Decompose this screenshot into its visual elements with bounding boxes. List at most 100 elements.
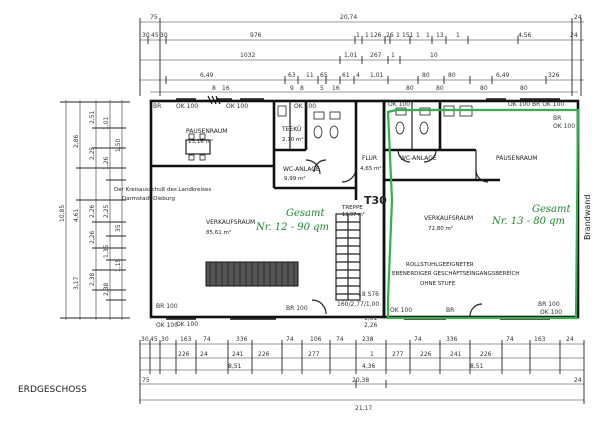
dim-row5-7: 80 [436,85,444,92]
room-verkaufsraum-left-area: 85,61 m² [206,229,231,236]
dim-bot-edge-right: 24 [574,377,582,384]
dim-bot1-2: 30 [161,336,169,343]
dim-bot1-7: 106 [310,336,322,343]
dim-bot2-1: 24 [200,351,208,358]
dim-row2-15: 24 [570,32,578,39]
dim-left-7: 2,26 [89,230,96,244]
room-verkaufsraum-left: VERKAUFSRAUM [206,219,255,226]
label-ok100-4: OK 100 [553,123,575,130]
dim-top-total: 20,74 [340,14,357,21]
dim-bot2-9: 226 [480,351,492,358]
note-line-1: ROLLSTUHLGEEIGNETER [406,262,474,268]
room-labels: PAUSENRAUM 13,16 m² TEEKÜ 2,70 m² WC-ANL… [114,126,537,287]
label-stair-dim: 18 S76 [358,291,379,298]
dim-bot1-3: 163 [180,336,192,343]
label-ok-fussboden: 160/2,77/1,00 [337,301,379,308]
room-verkaufsraum-right: VERKAUFSRAUM [424,215,473,222]
dim-bot1-0: 30 [141,336,149,343]
dim-row4-8: 80 [448,72,456,79]
window-door-labels: BR OK 100 OK 100 OK 100 BR OK 100 BR OK … [153,101,575,329]
stamp-line-1: Der Kreisausschuß des Landkreises [114,187,211,193]
dim-row2-5: 1 [365,32,369,39]
dim-row4-0: 6,49 [200,72,214,79]
dim-row5-2: 9 [290,85,294,92]
handwritten-annotations: Gesamt Nr. 12 - 90 qm Gesamt Nr. 13 - 80… [255,204,571,233]
dim-bot1-13: 163 [534,336,546,343]
dim-bot1-9: 238 [362,336,374,343]
dim-row4-3: 65 [320,72,328,79]
dim-row3-3: 1 [391,52,395,59]
label-ok100-6: OK 100 [176,321,198,328]
dim-row5-5: 16 [332,85,340,92]
label-br-100-3: BR 100 [538,301,560,308]
label-br: BR [446,307,454,314]
dim-bot2-2: 241 [232,351,244,358]
dim-row4-10: 326 [548,72,560,79]
dim-row5-4: 5 [320,85,324,92]
room-flur: FLUR [362,155,377,162]
dim-left-0: 10,85 [59,205,66,222]
dim-row2-11: 1 [426,32,430,39]
dim-left-1: 4,61 [73,208,80,222]
dim-left-14: 1,50 [115,138,122,152]
dim-row3-1: 1,01 [344,52,358,59]
label-ok100-2: OK 100 [226,103,248,110]
dim-row4-7: 80 [422,72,430,79]
dim-bot2-0: 226 [178,351,190,358]
label-br-2: BR [553,115,561,122]
top-dimension-chains: 75 20,74 24 30 45 30 976 1 1 126 26 1 15… [139,14,584,96]
dim-bot1-8: 74 [336,336,344,343]
annotation-left-nr: Nr. 12 - 90 qm [255,222,329,233]
dim-row5-6: 80 [406,85,414,92]
dim-bot2-3: 226 [258,351,270,358]
room-flur-area: 4,65 m² [360,165,382,172]
dim-row3-4: 10 [430,52,438,59]
dim-row2-7: 26 [386,32,394,39]
dim-row3-0: 1032 [240,52,255,59]
room-teeku-area: 2,70 m² [282,136,304,143]
dim-row4-6: 1,01 [370,72,384,79]
room-pausenraum-left: PAUSENRAUM [186,128,227,135]
label-br-ok100: BR OK 100 [532,101,564,108]
label-ok100-7: OK 100 [390,307,412,314]
label-ok100-8: OK 100 [540,309,562,316]
dim-left-16: 1,15 [115,258,122,272]
dim-row2-4: 1 [356,32,360,39]
dim-row5-3: 8 [300,85,304,92]
dim-bot3-2: 8,51 [470,363,484,370]
dim-left-2: 2,86 [73,134,80,148]
dim-row2-13: 1 [456,32,460,39]
dim-row5-9: 80 [520,85,528,92]
dim-row4-9: 6,49 [496,72,510,79]
label-br-1: BR [153,103,161,110]
room-wc-left: WC-ANLAGE [283,166,320,173]
dim-left-11: 2,25 [103,204,110,218]
dim-bot2-5: 1 [370,351,374,358]
label-ok100-1: OK 100 [176,103,198,110]
dim-row4-1: 63 [288,72,296,79]
dim-bot1-11: 336 [446,336,458,343]
label-ok100-10: OK 100 [508,101,530,108]
left-dimension-chains: 10,85 4,61 2,86 3,17 2,51 2,25 2,26 2,26… [59,100,130,320]
dim-bot1-12: 74 [506,336,514,343]
dim-left-3: 3,17 [73,276,80,290]
label-ok100-3: OK 100 [294,103,316,110]
dim-bot1-6: 74 [286,336,294,343]
dim-row2-8: 1 [396,32,400,39]
dim-row3-2: 267 [370,52,382,59]
stamp-line-2: Darmstadt-Dieburg [122,196,175,202]
dim-bot1-14: 24 [566,336,574,343]
wall-break-marks [207,95,221,105]
room-pausenraum-right: PAUSENRAUM [496,155,537,162]
dim-bot1-4: 74 [203,336,211,343]
dim-bot-edge-left: 75 [142,377,150,384]
dim-row2-14: 4,56 [518,32,532,39]
unit-13-outline [386,108,580,320]
dim-row2-1: 45 [151,32,159,39]
dim-left-15: 35 [115,224,122,232]
dim-row4-5: 4 [356,72,360,79]
dim-row5-1: 16 [222,85,230,92]
dim-row2-12: 13 [436,32,444,39]
